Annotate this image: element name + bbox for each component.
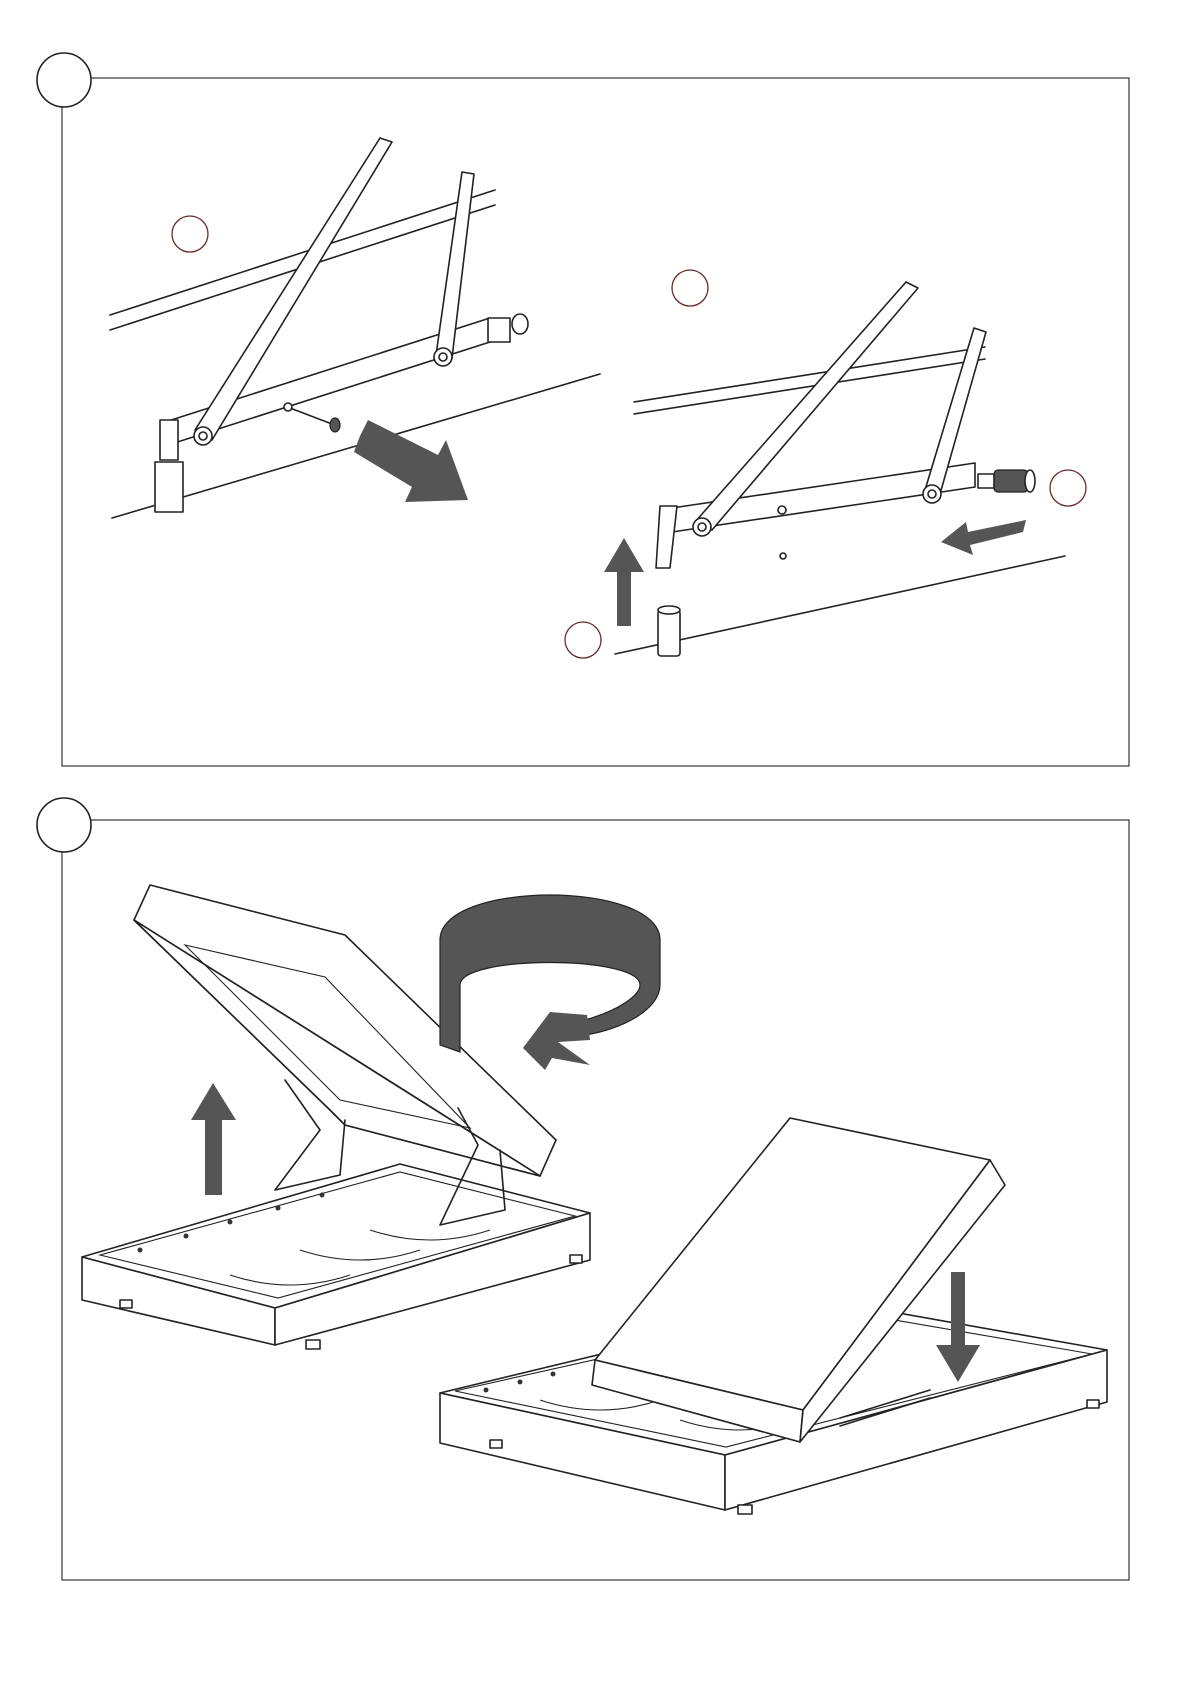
lift-arrow-icon <box>604 538 644 626</box>
callout-b <box>672 270 708 306</box>
step-1-number-circle <box>37 53 91 107</box>
hinge-detail-remove-pin <box>110 138 600 518</box>
hinge-post-raised <box>656 506 677 568</box>
hinge-socket-2 <box>658 610 680 656</box>
hinge-detail-insert-pin <box>565 270 1086 658</box>
step-2-number-circle <box>37 798 91 852</box>
callout-d <box>565 622 601 658</box>
frame-rail-top <box>110 190 495 315</box>
pin-cap <box>994 470 1028 492</box>
hinge-pin-cap <box>512 314 528 334</box>
frame-base-line <box>112 374 600 518</box>
remove-pin-arrow-icon <box>354 420 468 502</box>
rotate-arrow-icon <box>440 895 660 1070</box>
hinge-socket <box>155 462 183 512</box>
insert-arrow-icon <box>941 520 1026 555</box>
frame-base-line-2 <box>615 556 1065 654</box>
bed-lid-lowered <box>440 1118 1107 1514</box>
hinge-post <box>160 420 178 460</box>
hinge-pin <box>290 408 332 424</box>
callout-a <box>172 216 208 252</box>
step-panel-2 <box>37 798 1129 1580</box>
lift-arrow-icon-2 <box>191 1083 236 1195</box>
callout-c <box>1050 470 1086 506</box>
step-panel-1 <box>37 53 1129 766</box>
